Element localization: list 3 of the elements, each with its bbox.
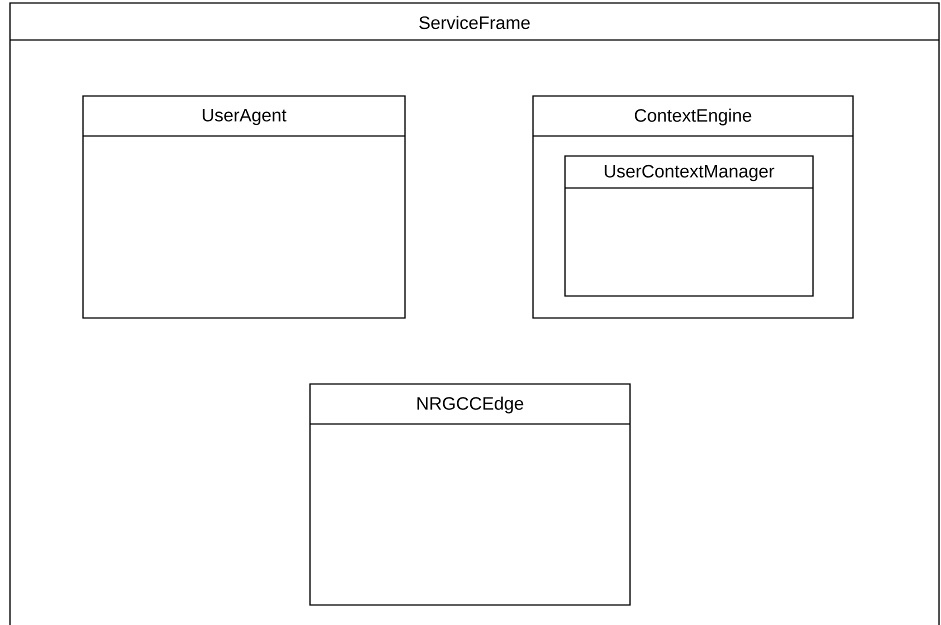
component-box: UserContextManager xyxy=(564,155,814,297)
component-box: NRGCCEdge xyxy=(309,383,631,606)
component-box: UserAgent xyxy=(82,95,406,319)
